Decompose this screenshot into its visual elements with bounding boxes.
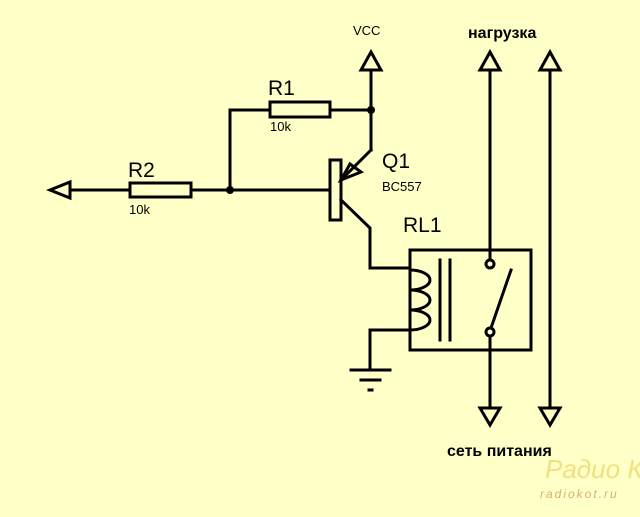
rl1-ref: RL1 bbox=[403, 214, 442, 237]
q1-ref: Q1 bbox=[382, 150, 410, 173]
q1-part: BC557 bbox=[382, 179, 422, 194]
switch-blade bbox=[489, 268, 513, 330]
load-arrow-2 bbox=[537, 48, 563, 72]
mains-arrow-1 bbox=[477, 406, 503, 428]
transistor-q1 bbox=[328, 147, 412, 270]
mains-label: сеть питания bbox=[447, 443, 552, 460]
svg-text:radiokot.ru: radiokot.ru bbox=[540, 487, 619, 501]
resistor-r2 bbox=[128, 181, 193, 199]
load-arrow-1 bbox=[477, 48, 503, 72]
resistor-r1 bbox=[268, 100, 332, 119]
vcc-label: VCC bbox=[353, 23, 380, 38]
r1-value: 10k bbox=[270, 119, 291, 134]
svg-text:Радио КОТ: Радио КОТ bbox=[545, 454, 640, 484]
input-terminal bbox=[45, 179, 72, 201]
r2-value: 10k bbox=[129, 202, 150, 217]
wire-r1-left bbox=[228, 108, 272, 192]
watermark-logo: Радио КОТ radiokot.ru bbox=[540, 454, 640, 501]
r2-ref: R2 bbox=[128, 159, 155, 182]
r1-ref: R1 bbox=[268, 77, 295, 100]
wire-ground bbox=[368, 328, 412, 372]
ground-icon bbox=[349, 368, 392, 392]
vcc-arrow bbox=[358, 48, 384, 72]
relay-rl1 bbox=[408, 248, 533, 352]
mains-arrow-2 bbox=[537, 406, 563, 428]
load-label: нагрузка bbox=[468, 25, 536, 42]
relay-coil bbox=[408, 268, 432, 332]
